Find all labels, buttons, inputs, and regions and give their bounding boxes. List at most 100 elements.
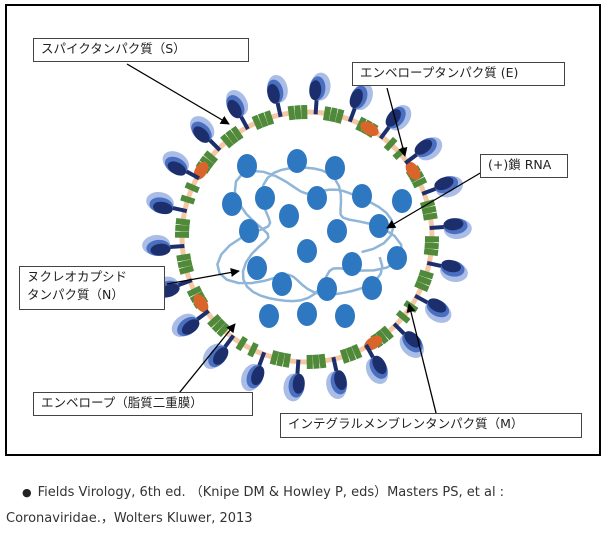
nucleocapsid-protein — [369, 214, 389, 238]
membrane-protein — [339, 348, 350, 364]
membrane-protein — [345, 346, 357, 362]
membrane-protein — [178, 265, 194, 275]
membrane-protein — [424, 236, 440, 243]
nucleocapsid-protein — [342, 252, 362, 276]
membrane-protein — [257, 112, 269, 128]
membrane-protein-bar — [199, 155, 215, 169]
membrane-protein — [380, 325, 394, 341]
membrane-protein — [269, 350, 280, 366]
membrane-protein — [328, 107, 338, 123]
spike-head-core — [251, 365, 265, 386]
spike-head-core — [427, 298, 447, 313]
nucleocapsid-protein — [239, 219, 259, 243]
membrane-protein-bar — [380, 325, 394, 341]
membrane-protein-bar — [418, 269, 434, 280]
nucleocapsid-protein — [335, 304, 355, 328]
membrane-protein — [411, 176, 428, 189]
membrane-protein-bar — [257, 112, 269, 128]
label-rna: (+)鎖 RNA — [480, 154, 568, 178]
membrane-protein — [186, 285, 203, 298]
membrane-protein-bar — [351, 344, 363, 360]
membrane-protein-bar — [416, 275, 432, 286]
membrane-protein — [424, 242, 439, 250]
leader-line — [386, 171, 483, 229]
nucleocapsid-protein — [387, 246, 407, 270]
spike-head-core — [414, 139, 433, 155]
membrane-protein — [199, 155, 215, 169]
membrane-protein — [176, 253, 192, 262]
leader-line — [406, 303, 438, 418]
nucleocapsid-protein — [362, 276, 382, 300]
membrane-protein-bar — [301, 104, 308, 120]
membrane-protein — [306, 354, 313, 370]
membrane-protein-bar — [184, 182, 200, 194]
spike-proteins — [142, 72, 472, 402]
label-nucleocapsid-line2: タンパク質（N） — [27, 287, 124, 302]
membrane-protein — [375, 329, 389, 345]
membrane-protein — [220, 133, 234, 149]
nucleocapsid-protein — [307, 186, 327, 210]
membrane-protein — [422, 212, 438, 221]
nucleocapsid-protein — [325, 156, 345, 180]
spike-head-core — [349, 88, 363, 109]
membrane-protein — [251, 114, 263, 130]
membrane-protein-bar — [322, 106, 332, 122]
spike-protein — [347, 82, 373, 123]
membrane-protein-bar — [411, 176, 428, 189]
spike-head-core — [267, 83, 280, 104]
spike-head-core — [334, 370, 347, 391]
membrane-protein — [177, 259, 193, 269]
membrane-protein — [230, 125, 244, 141]
membrane-protein-bar — [395, 310, 411, 324]
membrane-protein-bar — [424, 242, 439, 250]
citation-line2: Coronaviridae.，Wolters Kluwer, 2013 — [6, 511, 253, 526]
spike-head-core — [181, 319, 200, 335]
membrane-protein-bar — [334, 108, 345, 124]
leader-line — [166, 267, 240, 285]
membrane-protein — [276, 351, 286, 367]
membrane-protein-bar — [383, 136, 398, 152]
spike-head-core — [434, 176, 454, 191]
spike-protein — [426, 259, 468, 283]
membrane-protein — [184, 182, 200, 194]
membrane-protein-bar — [175, 218, 191, 226]
membrane-protein — [395, 310, 411, 324]
membrane-protein — [287, 105, 296, 121]
envelope-protein — [360, 121, 379, 136]
membrane-protein-bar — [276, 351, 286, 367]
membrane-protein-bar — [328, 107, 338, 123]
coronavirus-diagram — [126, 63, 483, 418]
spike-head-core — [153, 201, 173, 215]
membrane-protein — [351, 344, 363, 360]
membrane-protein — [418, 269, 434, 280]
spike-protein — [429, 218, 472, 240]
nucleocapsid-protein — [272, 272, 292, 296]
membrane-protein — [423, 248, 439, 256]
spike-head-core — [385, 109, 401, 127]
nucleocapsid-protein — [237, 154, 257, 178]
membrane-protein-bar — [186, 285, 203, 298]
nucleocapsid-protein — [247, 256, 267, 280]
citation: ●Fields Virology, 6th ed. （Knipe DM & Ho… — [6, 480, 604, 532]
membrane-protein — [414, 280, 430, 292]
bullet-icon: ● — [22, 486, 32, 499]
spike-protein — [414, 294, 452, 323]
spike-protein — [241, 351, 267, 392]
membrane-protein-bar — [230, 125, 244, 141]
nucleocapsid-protein — [392, 189, 412, 213]
membrane-protein-bar — [345, 346, 357, 362]
membrane-protein — [175, 218, 191, 226]
membrane-protein-bar — [414, 280, 430, 292]
membrane-protein — [174, 231, 190, 238]
membrane-protein — [175, 224, 190, 232]
membrane-protein-bar — [312, 354, 320, 369]
membrane-protein-bar — [207, 313, 222, 328]
membrane-protein-bar — [176, 253, 192, 262]
membrane-protein-bar — [422, 212, 438, 221]
nucleocapsid-protein — [287, 149, 307, 173]
spike-protein — [309, 72, 331, 115]
spike-head-core — [213, 347, 229, 365]
spike-protein — [142, 234, 185, 256]
label-nucleocapsid-protein: ヌクレオカプシド タンパク質（N） — [19, 266, 165, 310]
nucleocapsid-protein — [352, 184, 372, 208]
